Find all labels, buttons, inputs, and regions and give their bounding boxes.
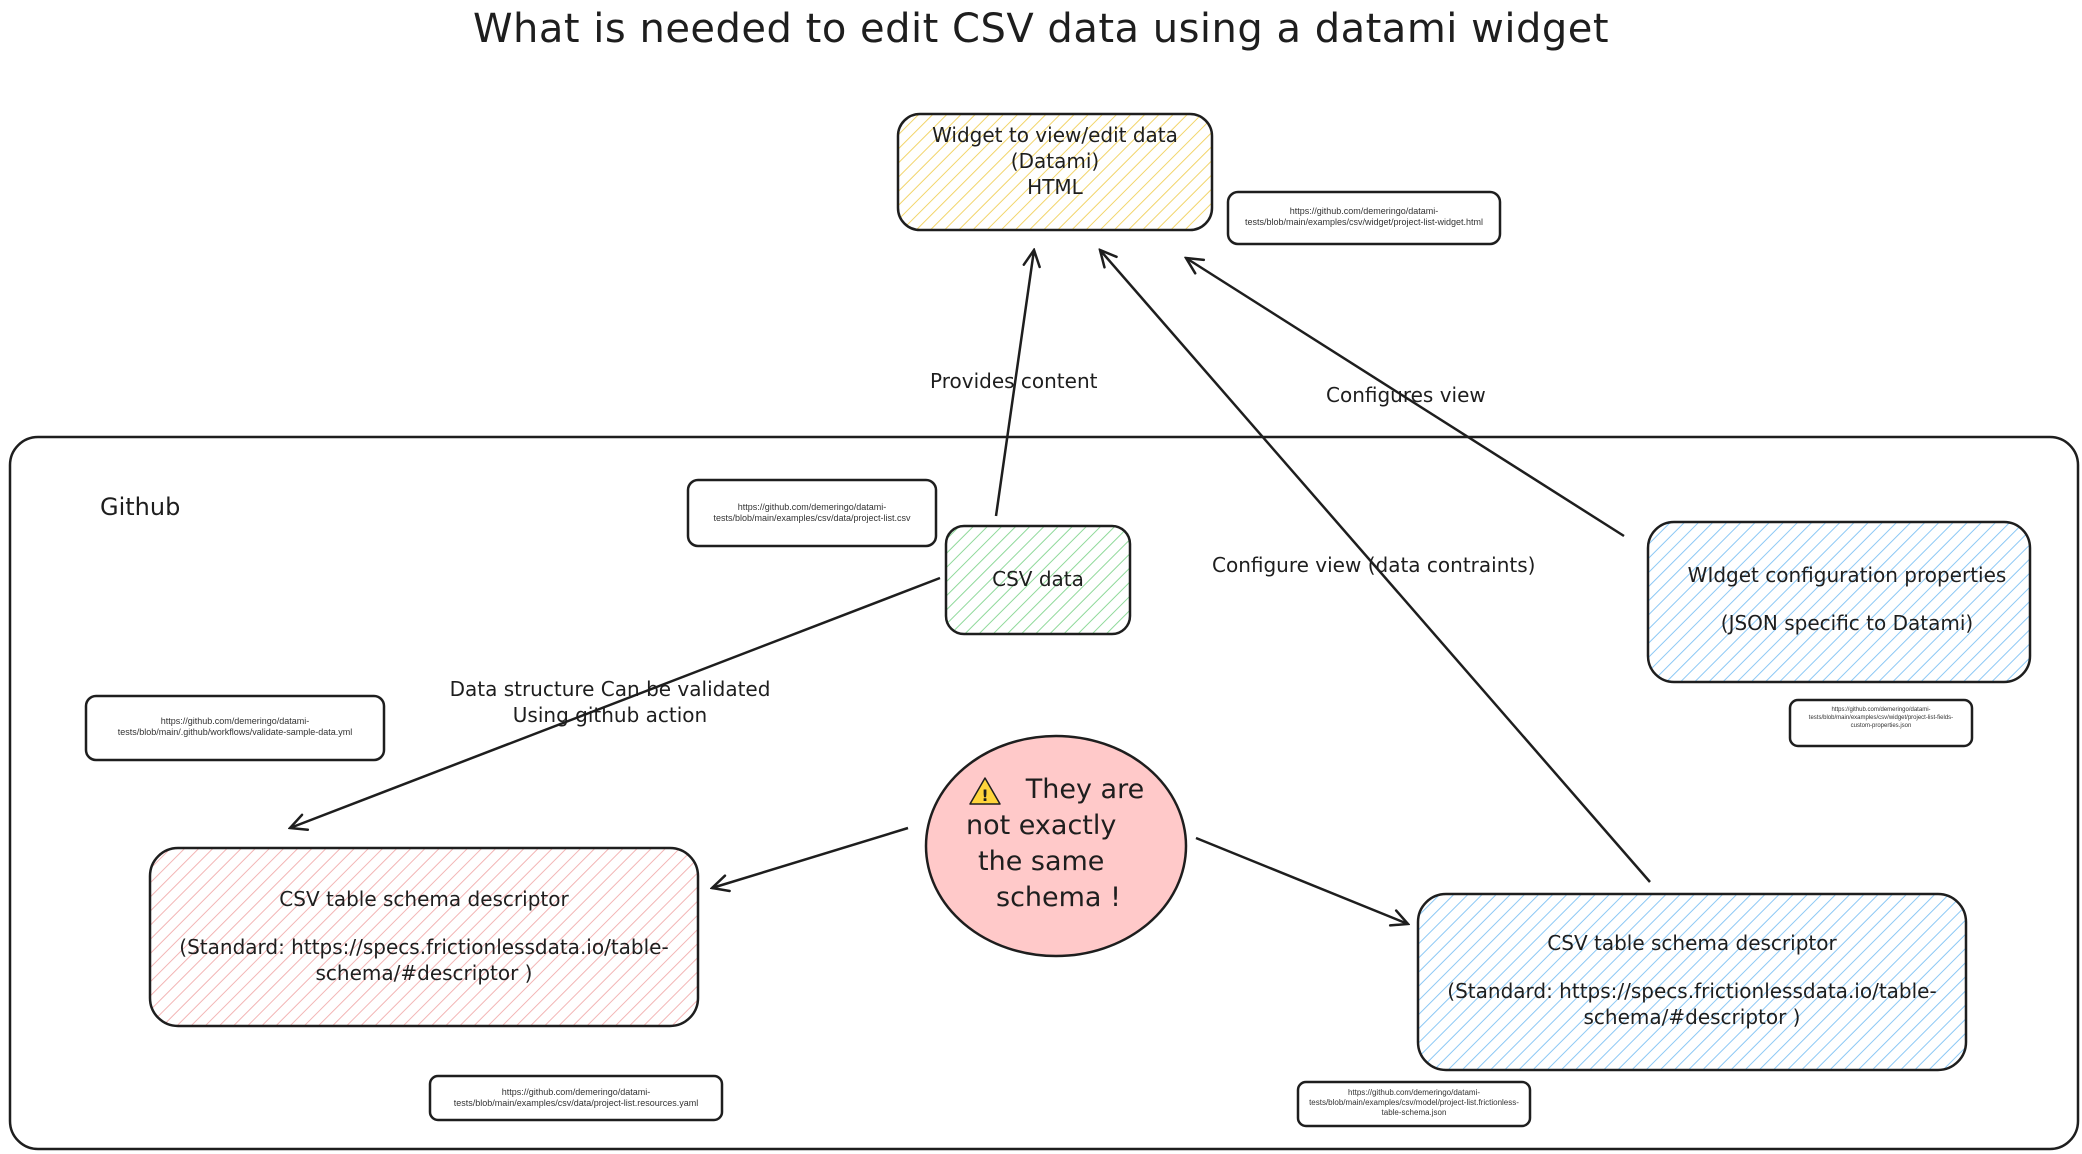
validate-link[interactable]: https://github.com/demeringo/datami- tes…	[117, 716, 353, 737]
edge-label-configures: Configures view	[1326, 383, 1486, 407]
schema-left-link-box	[428, 1074, 724, 1122]
schema-right-line3: schema/#descriptor )	[1583, 1005, 1801, 1029]
schema-left-label: CSV table schema descriptor (Standard: h…	[150, 886, 698, 986]
schema-right-link-box	[1296, 1080, 1532, 1128]
edge-label-configure-constraints: Configure view (data contraints)	[1212, 553, 1536, 577]
widget-config-line1: WIdget configuration properties	[1687, 563, 2007, 587]
widget-config-link[interactable]: https://github.com/demeringo/datami- tes…	[1808, 707, 1954, 729]
arrow-warning-right	[1195, 836, 1408, 924]
widget-label-line3: HTML	[1027, 175, 1083, 199]
schema-left-line1: CSV table schema descriptor	[279, 887, 569, 911]
schema-left-link[interactable]: https://github.com/demeringo/datami- tes…	[453, 1087, 699, 1108]
warning-line2: not exactly	[966, 810, 1117, 841]
arrow-warning-left	[712, 826, 909, 888]
widget-config-line2: (JSON specific to Datami)	[1720, 611, 1974, 635]
arrow-configures-view	[1186, 258, 1625, 538]
widget-config-box	[1646, 520, 2032, 684]
schema-right-link[interactable]: https://github.com/demeringo/datami- tes…	[1309, 1088, 1519, 1117]
warning-text: They are not exactly the same schema !	[950, 772, 1170, 916]
schema-left-box	[148, 846, 700, 1028]
svg-text:!: !	[981, 786, 988, 805]
arrow-validated	[290, 576, 941, 828]
widget-label-line2: (Datami)	[1010, 149, 1100, 173]
widget-config-link-box	[1788, 698, 1974, 748]
csv-data-label: CSV data	[992, 567, 1084, 591]
csv-data-link-box	[686, 478, 938, 548]
schema-right-line1: CSV table schema descriptor	[1547, 931, 1837, 955]
widget-box	[896, 112, 1214, 232]
github-label: Github	[100, 493, 181, 521]
widget-link-box	[1226, 190, 1502, 246]
edge-label-validated-line2: Using github action	[512, 703, 708, 727]
warning-line4: schema !	[996, 882, 1121, 913]
arrow-provides-content	[994, 250, 1034, 517]
schema-right-box	[1416, 892, 1968, 1072]
schema-right-line2: (Standard: https://specs.frictionlessdat…	[1447, 979, 1937, 1003]
widget-config-label: WIdget configuration properties (JSON sp…	[1662, 562, 2032, 636]
csv-data-link[interactable]: https://github.com/demeringo/datami- tes…	[713, 502, 911, 523]
widget-link[interactable]: https://github.com/demeringo/datami- tes…	[1244, 206, 1484, 227]
widget-label-line1: Widget to view/edit data	[932, 123, 1178, 147]
page-title: What is needed to edit CSV data using a …	[472, 6, 1610, 52]
arrow-configure-constraints	[1100, 250, 1651, 883]
schema-right-label: CSV table schema descriptor (Standard: h…	[1418, 930, 1966, 1030]
schema-left-line2: (Standard: https://specs.frictionlessdat…	[179, 935, 669, 959]
edge-label-validated: Data structure Can be validated Using gi…	[440, 676, 780, 728]
widget-box-label: Widget to view/edit data (Datami) HTML	[898, 122, 1212, 200]
warning-icon: !	[969, 777, 1001, 805]
schema-left-line3: schema/#descriptor )	[315, 961, 533, 985]
validate-link-box	[84, 694, 386, 762]
github-container	[8, 435, 2080, 1151]
warning-line3: the same	[978, 846, 1105, 877]
edge-label-provides: Provides content	[930, 369, 1098, 393]
edge-label-validated-line1: Data structure Can be validated	[449, 677, 771, 701]
warning-line1: They are	[1025, 774, 1145, 805]
csv-data-box	[944, 524, 1132, 636]
